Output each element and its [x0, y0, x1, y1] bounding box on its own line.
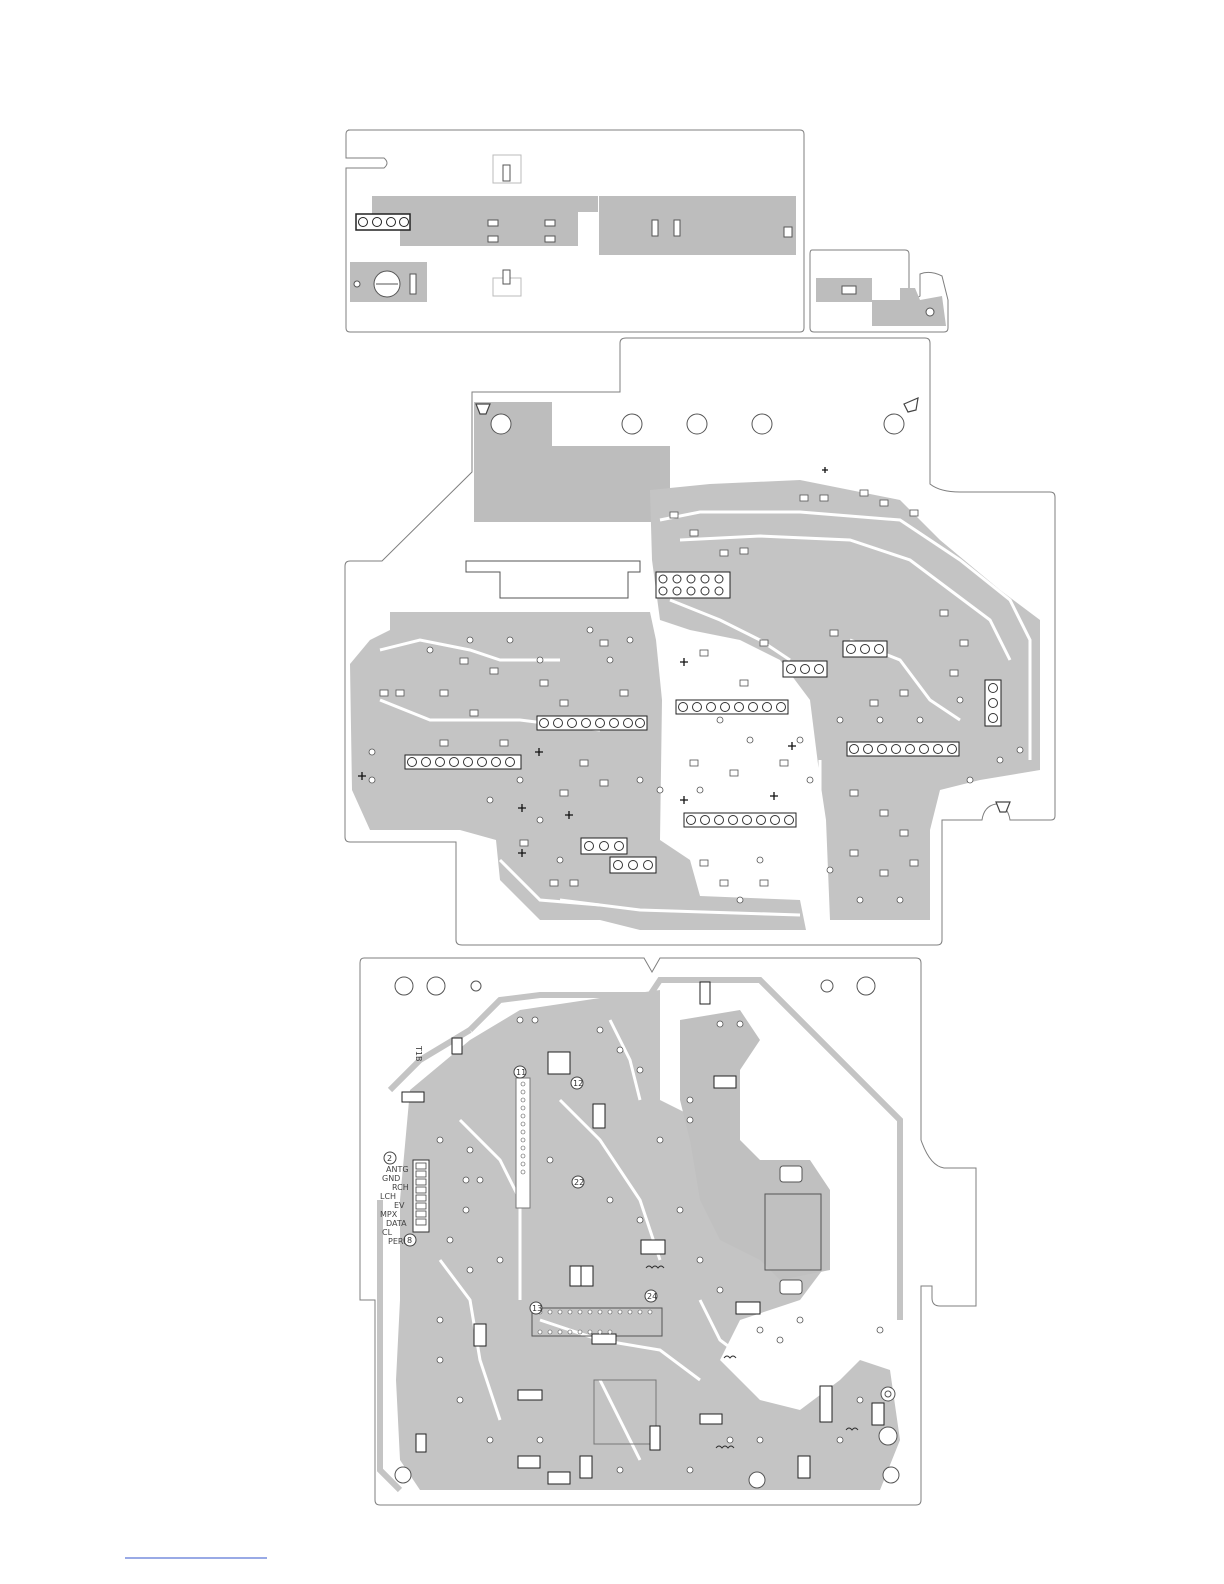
ic-marker-22: 22 — [574, 1178, 584, 1187]
connector-label-mpx: MPX — [380, 1210, 398, 1219]
ic-marker-24: 24 — [647, 1292, 657, 1301]
top-board-copper-pour-right — [599, 196, 796, 255]
ic-marker-12: 12 — [573, 1079, 583, 1088]
connector-label-peri: PERI — [388, 1237, 406, 1246]
top-board — [346, 130, 948, 332]
t1b-label: T1B — [414, 1045, 423, 1061]
ic-marker-13: 13 — [532, 1304, 542, 1313]
connector-label-gnd: GND — [382, 1174, 400, 1183]
connector-label-antg: ANTG — [386, 1165, 409, 1174]
ic-marker-2: 2 — [387, 1154, 392, 1163]
bottom-board: 11 12 13 22 24 2 8 T1B ANTG GND RCH LCH … — [360, 958, 976, 1505]
connector-label-rch: RCH — [392, 1183, 409, 1192]
connector-label-ev: EV — [394, 1201, 405, 1210]
bottom-ic-vertical — [516, 1078, 530, 1208]
connector-label-lch: LCH — [380, 1192, 396, 1201]
ic-marker-11: 11 — [516, 1068, 526, 1077]
middle-board — [345, 338, 1055, 945]
ic-marker-8: 8 — [407, 1236, 412, 1245]
connector-label-data: DATA — [386, 1219, 407, 1228]
connector-label-cl: CL — [382, 1228, 393, 1237]
